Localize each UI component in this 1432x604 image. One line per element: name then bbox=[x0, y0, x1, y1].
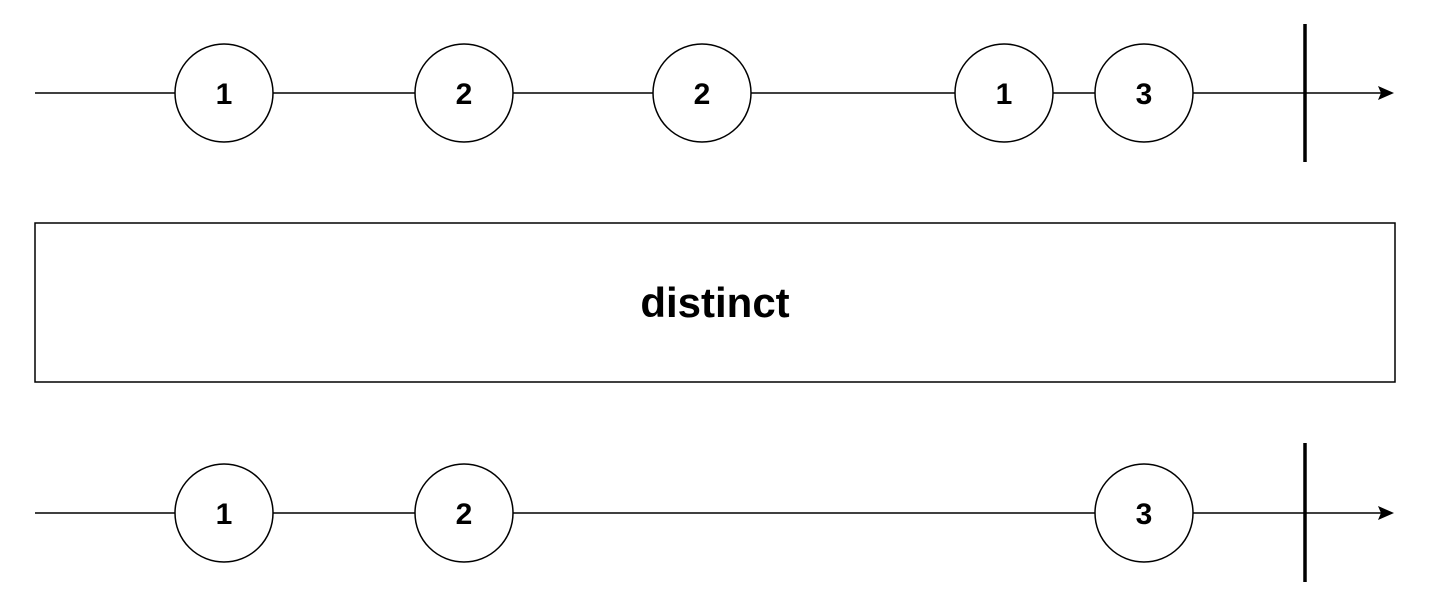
input-marble: 2 bbox=[414, 43, 514, 143]
input-marble-circle bbox=[652, 43, 752, 143]
output-marble: 3 bbox=[1094, 463, 1194, 563]
input-marble-circle bbox=[174, 43, 274, 143]
input-marble: 1 bbox=[954, 43, 1054, 143]
output-marble-circle bbox=[174, 463, 274, 563]
operator-label: distinct bbox=[640, 279, 789, 326]
output-marble-label: 3 bbox=[1136, 498, 1153, 531]
input-marble: 3 bbox=[1094, 43, 1194, 143]
input-marble-label: 3 bbox=[1136, 78, 1153, 111]
output-marble-label: 1 bbox=[216, 498, 233, 531]
input-marble-label: 1 bbox=[216, 78, 233, 111]
output-marble: 1 bbox=[174, 463, 274, 563]
input-marble-circle bbox=[1094, 43, 1194, 143]
input-marble: 2 bbox=[652, 43, 752, 143]
input-marble-circle bbox=[414, 43, 514, 143]
input-marble-circle bbox=[954, 43, 1054, 143]
input-marble-label: 2 bbox=[694, 78, 711, 111]
output-marble-circle bbox=[1094, 463, 1194, 563]
output-marble-label: 2 bbox=[456, 498, 473, 531]
input-marble-label: 2 bbox=[456, 78, 473, 111]
output-timeline: 1 2 3 bbox=[35, 443, 1394, 582]
input-marble-label: 1 bbox=[996, 78, 1013, 111]
output-timeline-arrow-icon bbox=[1378, 506, 1394, 520]
operator-box: distinct bbox=[34, 222, 1396, 383]
output-marble-circle bbox=[414, 463, 514, 563]
input-marble: 1 bbox=[174, 43, 274, 143]
input-timeline: 1 2 2 1 3 bbox=[35, 24, 1394, 162]
output-marble: 2 bbox=[414, 463, 514, 563]
input-timeline-arrow-icon bbox=[1378, 86, 1394, 100]
operator-box-frame bbox=[34, 222, 1396, 383]
